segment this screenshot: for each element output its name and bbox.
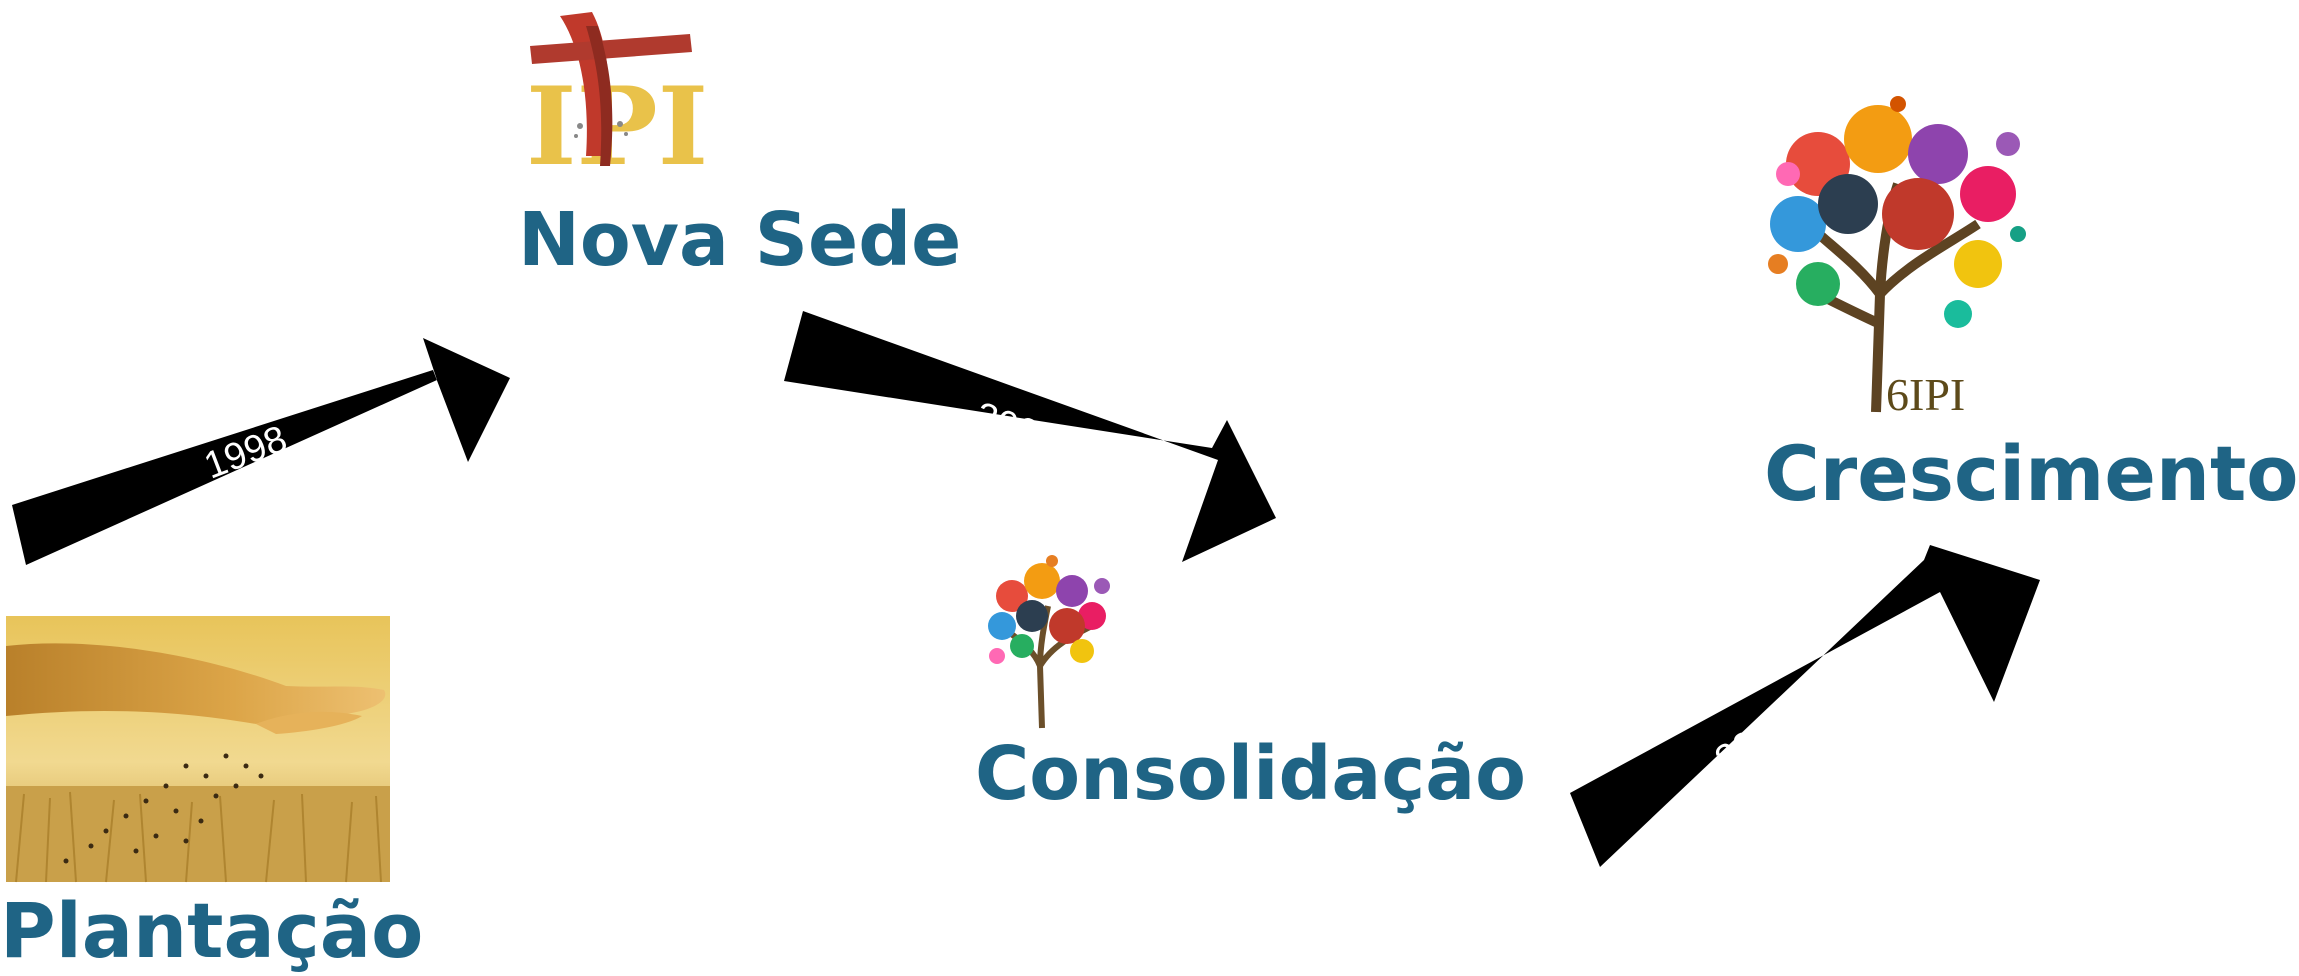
timeline-arrows: 1998 2001 2002-2018 <box>12 311 2040 867</box>
svg-text:6IPI: 6IPI <box>1886 369 1965 420</box>
arrow-1998 <box>12 338 510 565</box>
colorful-tree-icon <box>972 546 1124 729</box>
arrow-2001 <box>784 311 1276 562</box>
arrow-2002-2018 <box>1570 545 2040 867</box>
stage-label-nova-sede: Nova Sede <box>518 197 962 283</box>
stage-label-plantacao: Plantação <box>0 886 424 975</box>
colorful-tree-6ipi-icon: 6IPI <box>1758 94 2040 420</box>
svg-text:IPI: IPI <box>526 64 708 190</box>
arrow-1998-label: 1998 <box>199 418 293 488</box>
plantacao-sowing-image <box>6 616 390 883</box>
ipi-cross-logo-icon: IPI <box>520 6 708 190</box>
stage-label-crescimento: Crescimento <box>1764 429 2299 518</box>
stage-label-consolidacao: Consolidação <box>975 731 1526 817</box>
